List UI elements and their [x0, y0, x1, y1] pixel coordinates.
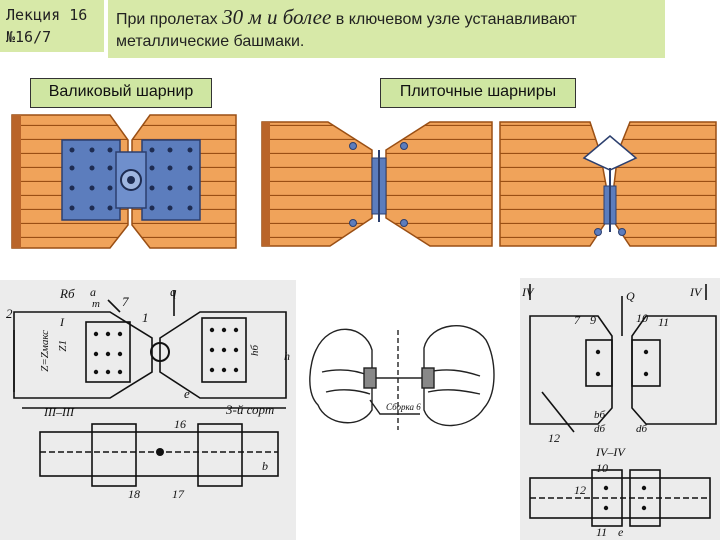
roller-pin-section [150, 342, 170, 362]
bottom-bolt-right [618, 228, 626, 236]
label-e: e [184, 386, 190, 401]
label-12: 12 [548, 431, 560, 445]
label-iv-right: IV [689, 285, 703, 299]
label-hb: hб [249, 345, 261, 357]
lecture-slide: №16/7 [6, 28, 52, 46]
end-strip-left [12, 115, 21, 248]
bottom-bolt-left [594, 228, 602, 236]
left-beam [499, 121, 607, 247]
label-m: m [92, 298, 100, 310]
technical-drawing-plate: IV IV Q 7 9 10 11 bб dб dб 12 IV–IV 10 1… [520, 278, 720, 540]
slide-title: При пролетах 30 м и более в ключевом узл… [108, 0, 665, 58]
title-post: в ключевом узле устанавливают [331, 11, 577, 28]
label-17: 17 [172, 487, 185, 501]
left-beam [261, 121, 373, 247]
label-2: 2 [6, 306, 13, 321]
roller-hinge-drawing [11, 114, 237, 249]
label-section-iii: III–III [43, 405, 75, 419]
hinge-plate-left [371, 157, 380, 215]
hinge-plate-right [378, 157, 387, 215]
bolts [69, 147, 193, 211]
drawn-bolts [93, 327, 239, 456]
label-10: 10 [636, 311, 648, 325]
label-a: a [90, 285, 96, 299]
clamp-bolts [349, 142, 408, 227]
label-7: 7 [122, 294, 129, 309]
title-line-1: При пролетах 30 м и более в ключевом узл… [116, 6, 657, 31]
plate-hinge-drawing-2 [499, 121, 717, 247]
label-q: q [170, 284, 177, 299]
roller-pin-core [127, 176, 135, 184]
label-11b: 11 [596, 525, 607, 539]
label-roller-hinge: Валиковый шарнир [30, 78, 212, 108]
label-12b: 12 [574, 483, 586, 497]
title-pre: При пролетах [116, 11, 223, 28]
label-h: h [284, 349, 290, 363]
label-16: 16 [174, 417, 186, 431]
label-rb: Rб [59, 286, 75, 301]
right-beam [385, 121, 493, 247]
label-z1: Z1 [57, 340, 69, 352]
label-grade: 3-й сорт [225, 402, 274, 417]
label-db-right: dб [636, 423, 648, 435]
label-10b: 10 [596, 461, 608, 475]
drawn-bolts [595, 349, 649, 511]
label-1: 1 [142, 310, 149, 325]
drawing-background [520, 278, 720, 540]
label-18: 18 [128, 487, 140, 501]
label-b: b [262, 459, 268, 473]
end-strip [262, 122, 270, 246]
label-db-left: dб [594, 423, 606, 435]
label-e: e [618, 525, 624, 539]
label-iv-left: IV [521, 285, 535, 299]
top-wedge [582, 135, 638, 171]
label-9: 9 [590, 313, 596, 327]
label-q: Q [626, 289, 635, 303]
lecture-badge: Лекция 16 №16/7 [0, 0, 104, 52]
title-line-2: металлические башмаки. [116, 33, 305, 50]
sketch-drawing: Сборка 6 [309, 325, 495, 430]
lecture-number: Лекция 16 [6, 6, 88, 24]
plate-hinge-drawing-1 [261, 121, 493, 247]
label-section-iv: IV–IV [595, 445, 626, 459]
label-11: 11 [658, 315, 669, 329]
label-7: 7 [574, 313, 581, 327]
label-i: I [59, 315, 65, 329]
label-plate-hinges: Плиточные шарниры [380, 78, 576, 108]
label-bb: bб [594, 409, 606, 421]
title-emphasis: 30 м и более [222, 5, 332, 29]
sketch-caption: Сборка 6 [386, 402, 421, 412]
technical-drawing-roller: Rб a m 7 q 2 1 I Z=Zмакс Z1 hб h e 3-й с… [0, 280, 296, 540]
label-zmax: Z=Zмакс [39, 330, 51, 372]
right-beam [613, 121, 717, 247]
